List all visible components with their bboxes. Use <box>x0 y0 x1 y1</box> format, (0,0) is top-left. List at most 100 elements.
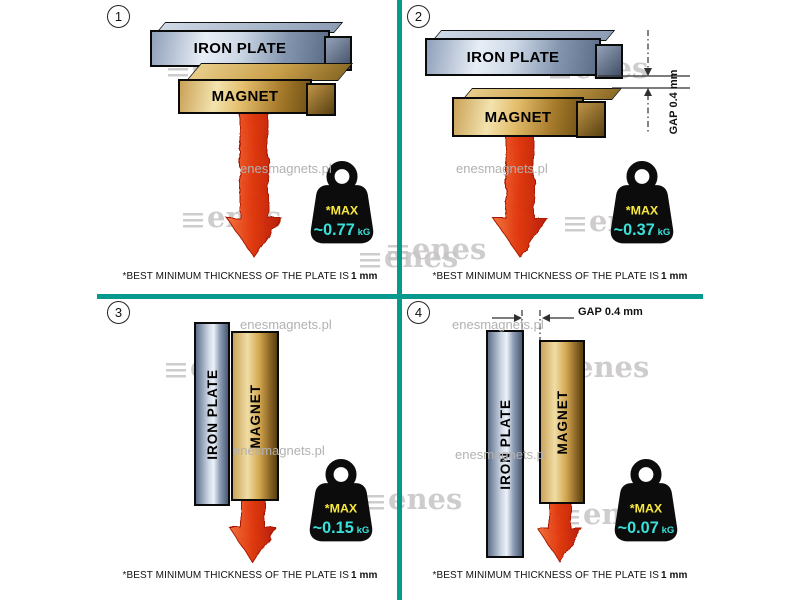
magnet-label: MAGNET <box>554 389 570 455</box>
caption-bold: 1 mm <box>661 271 688 282</box>
max-value: ~0.37 <box>614 221 655 239</box>
site-watermark: enesmagnets.pl <box>240 317 332 332</box>
arrow-shape <box>226 112 282 258</box>
caption-text: *BEST MINIMUM THICKNESS OF THE PLATE IS <box>432 570 659 581</box>
logo-word: enes <box>575 350 650 384</box>
panel-3: enes enes IRON PLATE MAGNET *MAX ~0.15kG… <box>0 296 462 600</box>
caption-text: *BEST MINIMUM THICKNESS OF THE PLATE IS <box>122 271 349 282</box>
site-watermark: enesmagnets.pl <box>233 443 325 458</box>
magnet-end-face <box>576 101 606 138</box>
caption-bold: 1 mm <box>351 570 378 581</box>
gap-word: GAP <box>578 306 602 318</box>
panel-number: 4 <box>407 301 430 324</box>
caption-text: *BEST MINIMUM THICKNESS OF THE PLATE IS <box>122 570 349 581</box>
magnet-bar: MAGNET <box>231 331 279 501</box>
max-value: ~0.15 <box>313 519 354 537</box>
logo-word: enes <box>412 232 487 266</box>
plate-label: IRON PLATE <box>466 48 560 66</box>
iron-plate-bar: IRON PLATE <box>150 30 330 67</box>
logo-lines-icon <box>183 212 203 230</box>
magnet-label: MAGNET <box>484 108 552 126</box>
caption-text: *BEST MINIMUM THICKNESS OF THE PLATE IS <box>432 271 659 282</box>
max-label: *MAX <box>626 204 659 218</box>
plate-label: IRON PLATE <box>204 368 220 460</box>
gap-dimension <box>598 30 690 132</box>
horizontal-divider <box>97 294 703 299</box>
site-watermark: enesmagnets.pl <box>240 161 332 176</box>
panel-number: 3 <box>107 301 130 324</box>
plate-end-face <box>595 44 623 79</box>
max-label: *MAX <box>325 502 358 516</box>
panel-1: enes enes enes IRON PLATE MAGNET *MAX <box>0 0 458 296</box>
panel-2: enes enes enes IRON PLATE MAGNET <box>388 0 800 296</box>
panel-number: 1 <box>107 5 130 28</box>
max-unit: kG <box>358 227 371 238</box>
max-value: ~0.07 <box>618 519 659 537</box>
kettlebell-handle <box>630 458 662 491</box>
force-arrow <box>492 133 548 258</box>
site-watermark: enesmagnets.pl <box>452 317 544 332</box>
kettlebell-body <box>610 185 674 244</box>
max-label: *MAX <box>630 502 663 516</box>
plate-label: IRON PLATE <box>193 40 287 57</box>
kettlebell-body <box>614 483 678 542</box>
gap-label: GAP 0.4 mm <box>668 67 682 137</box>
magnet-label: MAGNET <box>247 383 263 449</box>
arrow-shape <box>537 495 583 563</box>
arrowhead-down-icon <box>644 68 652 76</box>
gap-word: GAP <box>668 110 680 135</box>
max-label: *MAX <box>326 204 359 218</box>
kettlebell-handle <box>326 160 358 193</box>
caption-bold: 1 mm <box>351 271 378 282</box>
force-arrow <box>229 492 277 564</box>
arrow-shape <box>492 133 548 258</box>
magnet-bar: MAGNET <box>178 79 312 114</box>
max-unit: kG <box>357 525 370 536</box>
vertical-divider <box>397 0 402 600</box>
gap-dimension <box>492 310 574 352</box>
magnet-end-face <box>306 83 336 116</box>
caption-bold: 1 mm <box>661 570 688 581</box>
max-value: ~0.77 <box>314 221 355 239</box>
force-arrow <box>226 112 282 258</box>
magnet-bar: MAGNET <box>539 340 585 504</box>
iron-plate-bar: IRON PLATE <box>425 38 601 76</box>
kettlebell-handle <box>325 458 357 491</box>
arrow-shape <box>229 492 277 564</box>
site-watermark: enesmagnets.pl <box>456 161 548 176</box>
magnet-label: MAGNET <box>211 88 279 105</box>
kettlebell-body <box>309 483 373 542</box>
max-unit: kG <box>662 525 675 536</box>
force-arrow <box>537 495 583 563</box>
panel-4: enes enes GAP 0.4 mm IRON PLATE MAGNET <box>400 296 800 600</box>
arrowhead-up-icon <box>644 88 652 96</box>
plate-label: IRON PLATE <box>497 398 513 490</box>
panel-number: 2 <box>407 5 430 28</box>
kettlebell-handle <box>626 160 658 193</box>
logo-lines-icon <box>565 216 585 234</box>
iron-plate-bar: IRON PLATE <box>194 322 230 506</box>
enes-logo-watermark: enes <box>388 232 487 266</box>
gap-label: GAP 0.4 mm <box>578 306 643 318</box>
gap-value: 0.4 mm <box>604 306 643 318</box>
iron-plate-bar: IRON PLATE <box>486 330 524 558</box>
site-watermark: enesmagnets.pl <box>455 447 547 462</box>
kettlebell-body <box>310 185 374 244</box>
gap-value: 0.4 mm <box>668 69 680 108</box>
arrowhead-left-icon <box>542 314 550 322</box>
